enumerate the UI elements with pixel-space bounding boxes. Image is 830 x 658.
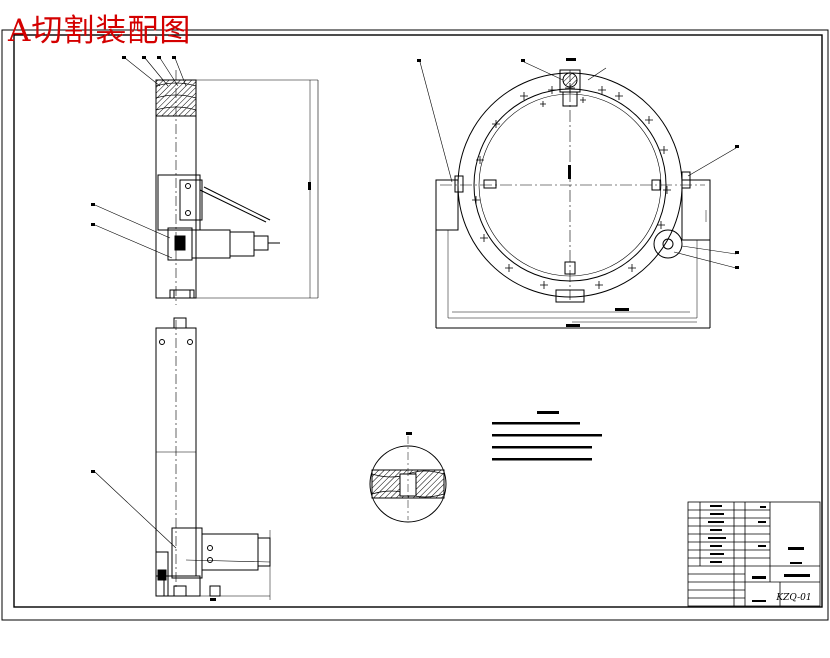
title-block-text — [708, 505, 810, 602]
side-view-labels — [91, 56, 176, 226]
inner-border — [13, 34, 823, 608]
detail-view — [369, 436, 447, 523]
title-block — [687, 501, 821, 607]
side-view-bottom — [94, 317, 271, 600]
front-view-ring — [419, 61, 737, 329]
ring-ticks — [472, 83, 671, 289]
technical-notes — [492, 411, 602, 461]
drawing-number: KZQ-01 — [776, 593, 812, 603]
outer-border — [1, 29, 829, 621]
side-view-top — [94, 57, 319, 305]
drawing-title: A切割装配图 — [8, 13, 192, 49]
